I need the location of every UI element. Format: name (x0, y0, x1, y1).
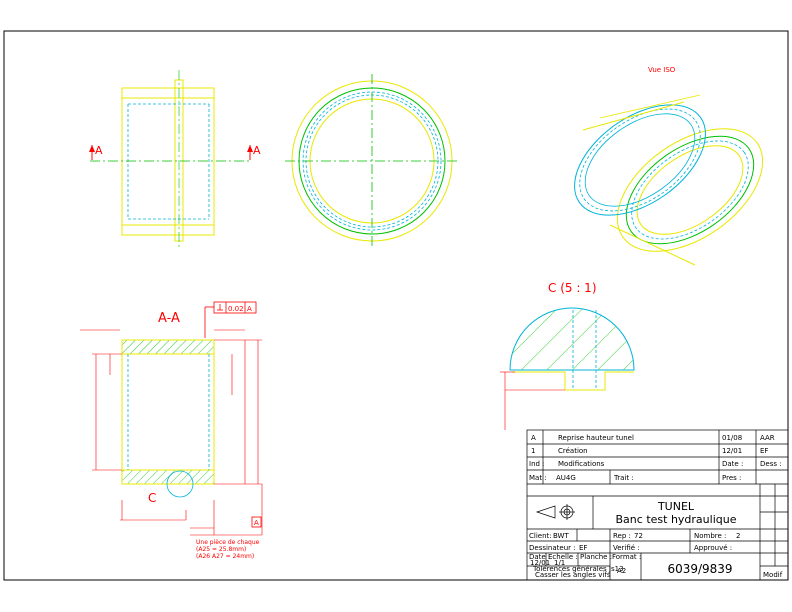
tolerance-line-2: Casser les angles vifs (535, 571, 611, 579)
section-marker-right: A (253, 144, 261, 157)
date-value: 12/01 (530, 559, 550, 567)
flatness-datum: A (247, 305, 252, 313)
section-title: A-A (158, 311, 180, 326)
detail-view (500, 307, 635, 430)
drawing-number: 6039/9839 (667, 562, 732, 576)
flatness-tolerance-frame (204, 301, 257, 338)
trait-label: Trait : (613, 474, 634, 482)
rev-row-1-date: 01/08 (722, 434, 742, 442)
flatness-tolerance-value: 0.02 (228, 305, 244, 313)
note-line-2: (A25 = 25.8mm) (196, 546, 246, 553)
title-block (526, 429, 789, 581)
planche-label: Planche : (580, 553, 612, 561)
dessinateur-value: EF (579, 544, 587, 552)
echelle-value: 1/1 (554, 559, 565, 567)
rev-row-1-ind: A (531, 434, 536, 442)
nombre-value: 2 (736, 532, 740, 540)
hdr-mod: Modifications (558, 460, 605, 468)
hdr-dess: Dess : (760, 460, 782, 468)
approuve-label: Approuvé : (694, 544, 732, 552)
hdr-date: Date : (722, 460, 743, 468)
detail-title: C (5 : 1) (548, 281, 597, 295)
echelle-label: Echelle : (548, 553, 578, 561)
pres-label: Pres : (722, 474, 741, 482)
date-label: Date : (529, 553, 550, 561)
tolerance-line-1: Tolérences générales Js13 (532, 565, 624, 573)
dessinateur-label: Dessinateur : (529, 544, 576, 552)
rep-label: Rep : (613, 532, 631, 540)
client-value: BWT (553, 532, 569, 540)
side-view (285, 74, 459, 248)
mat-label: Mat : (529, 474, 547, 482)
rev-row-2-date: 12/01 (722, 447, 742, 455)
rep-value: 72 (634, 532, 643, 540)
rev-row-2-by: EF (760, 447, 768, 455)
detail-marker: C (148, 491, 156, 505)
nombre-label: Nombre : (694, 532, 726, 540)
verifie-label: Verifié : (613, 544, 640, 552)
rev-row-2-desc: Création (558, 447, 588, 455)
format-label: Format : (612, 553, 641, 561)
rev-row-1-desc: Reprise hauteur tunel (558, 434, 634, 442)
section-dimensions (80, 329, 263, 536)
note-line-3: (A26 A27 = 24mm) (196, 553, 254, 560)
projection-symbol (535, 504, 575, 520)
modif-label: Modif (763, 571, 783, 579)
iso-view-label: Vue ISO (648, 66, 676, 74)
datum-box-bottom (251, 516, 262, 528)
iso-view (574, 94, 764, 266)
rev-row-1-by: AAR (760, 434, 775, 442)
rev-row-2-ind: 1 (531, 447, 535, 455)
drawing-title-line-2: Banc test hydraulique (616, 513, 737, 526)
client-label: Client: (529, 532, 552, 540)
drawing-title-line-1: TUNEL (657, 500, 695, 513)
hdr-ind: Ind : (529, 460, 545, 468)
format-value: A2 (617, 567, 626, 575)
mat-value: AU4G (556, 474, 576, 482)
datum-bottom-label: A (254, 519, 259, 527)
drawing-frame (3, 30, 789, 581)
section-marker-left: A (95, 144, 103, 157)
note-line-1: Une pièce de chaque (196, 539, 260, 546)
section-view (121, 339, 215, 498)
front-view (89, 70, 253, 250)
